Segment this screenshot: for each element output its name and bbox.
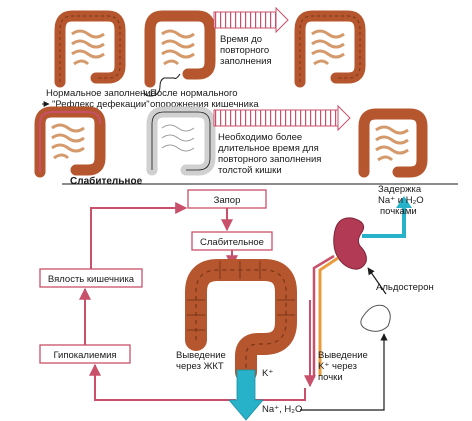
gi-k-label: K⁺	[262, 368, 273, 379]
kidney-excretion-label-1: Выведение	[318, 350, 368, 361]
kidney-excretion-label-2: K⁺ через	[318, 361, 357, 372]
after-normal-label-2: опорожнения кишечника	[150, 99, 259, 110]
retention-label-2: Na⁺ и H₂O	[378, 195, 424, 206]
laxative-bold-label: Слабительное	[70, 175, 143, 187]
aldosterone-arrow	[367, 267, 387, 295]
kidney-excretion-label-3: почки	[318, 372, 343, 383]
longer-label-3: повторного заполнения	[218, 154, 321, 165]
na-h2o-label: Na⁺, H₂O	[262, 404, 302, 415]
adrenal-gland-icon	[360, 304, 391, 332]
large-colon	[185, 259, 297, 383]
constipation-label: Запор	[214, 195, 241, 206]
longer-label-1: Необходимо более	[218, 132, 302, 143]
gi-excretion-label-1: Выведение	[176, 350, 226, 361]
longer-label-2: длительное время для	[218, 143, 319, 154]
time-bar-short	[213, 11, 277, 29]
ureter-orange	[318, 256, 339, 376]
colon-full-1	[54, 10, 126, 88]
arrow-sluggish-to-constipation	[90, 202, 188, 269]
colon-full-4	[358, 108, 428, 178]
after-normal-label-1: После нормального	[150, 88, 238, 99]
arrow-kidney-loss-join	[250, 388, 306, 401]
kidney	[333, 217, 374, 270]
retention-label-1: Задержка	[378, 184, 422, 195]
sluggish-bowel-label: Вялость кишечника	[48, 274, 135, 285]
reflex-label: "Рефлекс дефекации"	[52, 99, 150, 110]
retention-arrow-head	[396, 196, 412, 208]
time-label-1: Время до	[220, 34, 262, 45]
gi-excretion-arrow	[228, 369, 264, 421]
longer-label-4: толстой кишки	[218, 165, 282, 176]
laxative-label: Слабительное	[200, 237, 264, 248]
hypokalemia-label: Гипокалиемия	[53, 350, 116, 361]
colon-empty-2	[146, 106, 216, 176]
na-loss-to-adrenal-arrow	[300, 333, 388, 411]
time-bar-long-head	[337, 104, 351, 132]
time-label-3: заполнения	[220, 56, 272, 67]
time-bar-long	[213, 109, 339, 127]
colon-full-2	[294, 10, 366, 88]
colon-full-3	[34, 106, 106, 178]
normal-fill-label: Нормальное заполнение	[46, 88, 156, 99]
retention-arrow	[372, 206, 406, 238]
time-label-2: повторного	[220, 45, 269, 56]
time-bar-short-head	[275, 6, 289, 34]
retention-label-3: почками	[380, 206, 417, 217]
colon-empty-1	[143, 10, 216, 97]
ureter-red	[312, 254, 335, 376]
arrow-gi-loss-to-hypokalemia	[89, 363, 236, 401]
aldosterone-label: Альдостерон	[376, 282, 434, 293]
gi-excretion-label-2: через ЖКТ	[176, 361, 224, 372]
